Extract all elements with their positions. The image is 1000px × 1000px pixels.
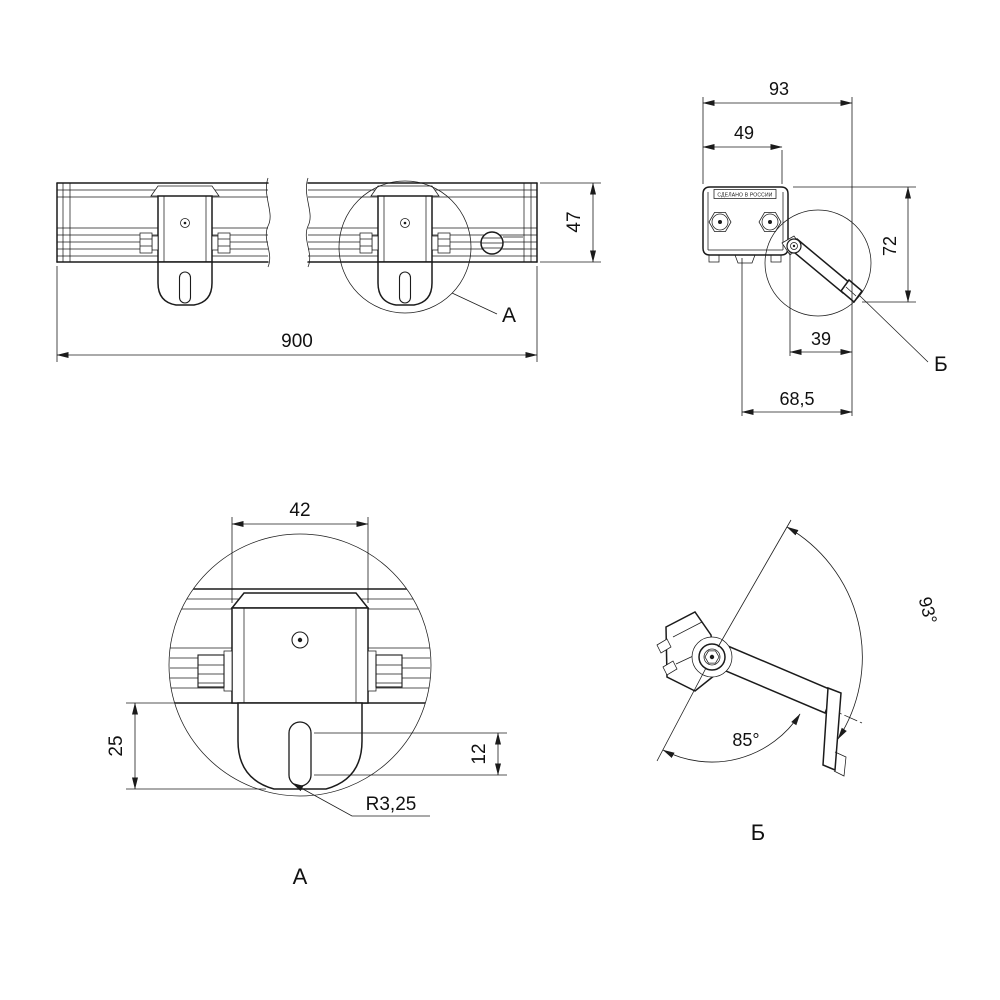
detail-b-callout: Б [764,209,948,376]
dim-47: 47 [540,182,601,263]
detail-a-callout: А [338,180,516,327]
angle-85-label: 85° [732,730,759,750]
pivot-rotated [691,636,733,678]
hanging-bracket-detail [237,702,363,790]
end-cap-body: СДЕЛАНО В РОССИИ [702,186,789,264]
dim-72: 72 [793,186,916,303]
dim-offset-label: 39 [811,329,831,349]
view-a-title: А [293,864,308,889]
dim-bracket-height-label: 25 [106,735,127,756]
dim-overall-width-label: 93 [769,79,789,99]
view-b-title: Б [751,820,765,845]
detail-b-circle [764,209,872,317]
side-view: А 900 47 [56,177,601,362]
dim-length-label: 900 [281,331,313,352]
radius-callout: R3,25 [291,782,430,817]
angle-85: 85° [656,667,801,763]
dim-25: 25 [106,702,266,790]
detail-a-leader [451,292,498,315]
dim-68-5: 68,5 [741,258,853,416]
slot-detail [288,721,312,787]
break-line [305,177,311,268]
clamp-detail [197,592,403,704]
end-view: СДЕЛАНО В РОССИИ Б [702,79,948,416]
dim-clamp-width-label: 42 [289,500,310,521]
detail-a-view: 42 25 12 R3,25 А [106,500,507,889]
dim-mount-offset-label: 68,5 [779,389,814,409]
detail-boundary [168,533,432,797]
luminaire-body [56,177,538,268]
dim-39: 39 [789,252,853,356]
dim-49: 49 [702,123,783,184]
dim-42: 42 [231,500,369,603]
dim-900: 900 [56,266,538,362]
break-line [265,177,271,268]
dim-12: 12 [314,732,507,776]
dim-body-width-label: 49 [734,123,754,143]
dim-height-label: 47 [564,211,585,232]
angle-93-label: 93° [915,595,941,626]
detail-a-circle [338,180,472,314]
detail-b-leader [859,295,929,363]
made-in-label: СДЕЛАНО В РОССИИ [717,193,772,199]
detail-b-letter: Б [934,353,948,376]
dim-slot-length-label: 12 [469,743,490,764]
dim-93: 93 [702,79,853,416]
bracket-slot [178,271,192,304]
dim-depth-label: 72 [880,236,900,256]
bracket-slot [398,271,412,304]
detail-a-letter: А [502,304,516,327]
mounting-bracket-1 [139,185,231,306]
mounting-bracket-2 [359,185,451,306]
detail-b-view: 93° 85° Б [656,519,941,845]
swivel-arm [781,235,864,304]
dim-slot-radius-label: R3,25 [366,794,417,815]
cable-gland [480,231,523,255]
